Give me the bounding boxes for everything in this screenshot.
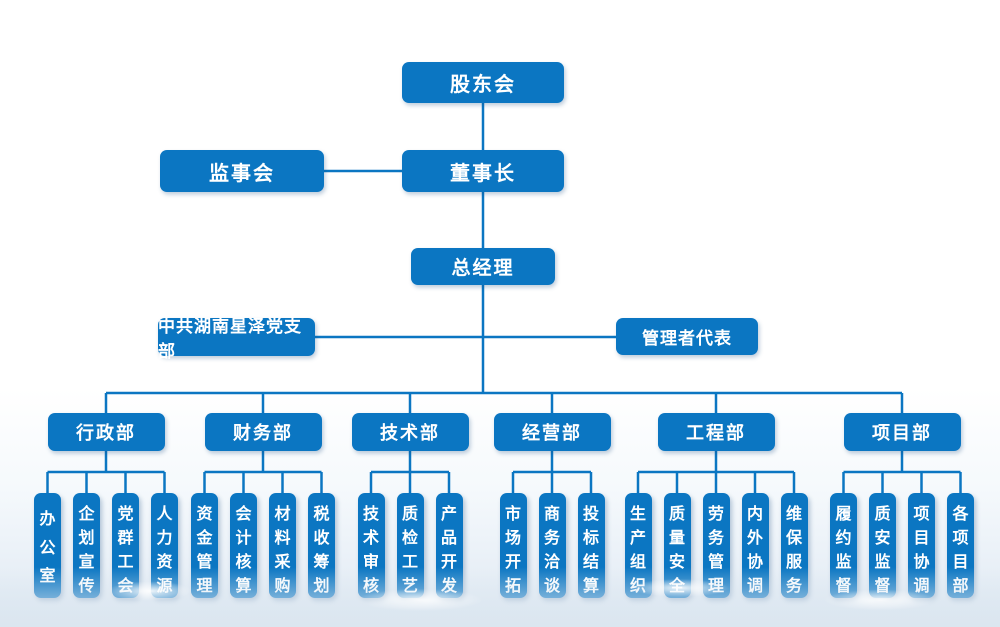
leaf-group-operations: 市场开拓 商务洽谈 投标结算 [499, 493, 605, 598]
leaf-node: 质检工艺 [396, 493, 424, 598]
leaf-node: 维保服务 [780, 493, 808, 598]
leaf-node: 生产组织 [624, 493, 652, 598]
leaf-node: 材料采购 [269, 493, 296, 598]
leaf-node: 税收筹划 [308, 493, 335, 598]
node-supervisory-board: 监事会 [160, 150, 324, 192]
node-dept-engineering: 工程部 [657, 413, 775, 451]
leaf-node: 资金管理 [191, 493, 218, 598]
leaf-node: 企划宣传 [73, 493, 100, 598]
leaf-node: 商务洽谈 [538, 493, 566, 598]
leaf-node: 市场开拓 [499, 493, 527, 598]
leaf-node: 项目协调 [908, 493, 935, 598]
node-general-manager: 总经理 [411, 248, 555, 285]
leaf-node: 各项目部 [947, 493, 974, 598]
leaf-node: 劳务管理 [702, 493, 730, 598]
leaf-group-engineering: 生产组织 质量安全 劳务管理 内外协调 维保服务 [624, 493, 808, 598]
leaf-node: 会计核算 [230, 493, 257, 598]
node-shareholders: 股东会 [402, 62, 564, 103]
leaf-node: 党群工会 [112, 493, 139, 598]
leaf-node: 技术审核 [357, 493, 385, 598]
leaf-group-projects: 履约监督 质安监督 项目协调 各项目部 [830, 493, 974, 598]
leaf-node: 投标结算 [577, 493, 605, 598]
node-management-rep: 管理者代表 [616, 318, 758, 355]
node-dept-admin: 行政部 [47, 413, 165, 451]
leaf-node: 履约监督 [830, 493, 857, 598]
leaf-group-admin: 办公室 企划宣传 党群工会 人力资源 [34, 493, 178, 598]
leaf-node: 产品开发 [435, 493, 463, 598]
leaf-node: 质安监督 [869, 493, 896, 598]
leaf-group-finance: 资金管理 会计核算 材料采购 税收筹划 [191, 493, 335, 598]
node-dept-operations: 经营部 [493, 413, 611, 451]
node-dept-projects: 项目部 [843, 413, 961, 451]
leaf-node: 办公室 [34, 493, 61, 598]
node-chairman: 董事长 [402, 150, 564, 192]
leaf-node: 质量安全 [663, 493, 691, 598]
leaf-node: 内外协调 [741, 493, 769, 598]
node-dept-finance: 财务部 [204, 413, 322, 451]
node-dept-technology: 技术部 [351, 413, 469, 451]
leaf-group-technology: 技术审核 质检工艺 产品开发 [357, 493, 463, 598]
leaf-node: 人力资源 [151, 493, 178, 598]
node-party-branch: 中共湖南星泽党支部 [158, 317, 315, 361]
